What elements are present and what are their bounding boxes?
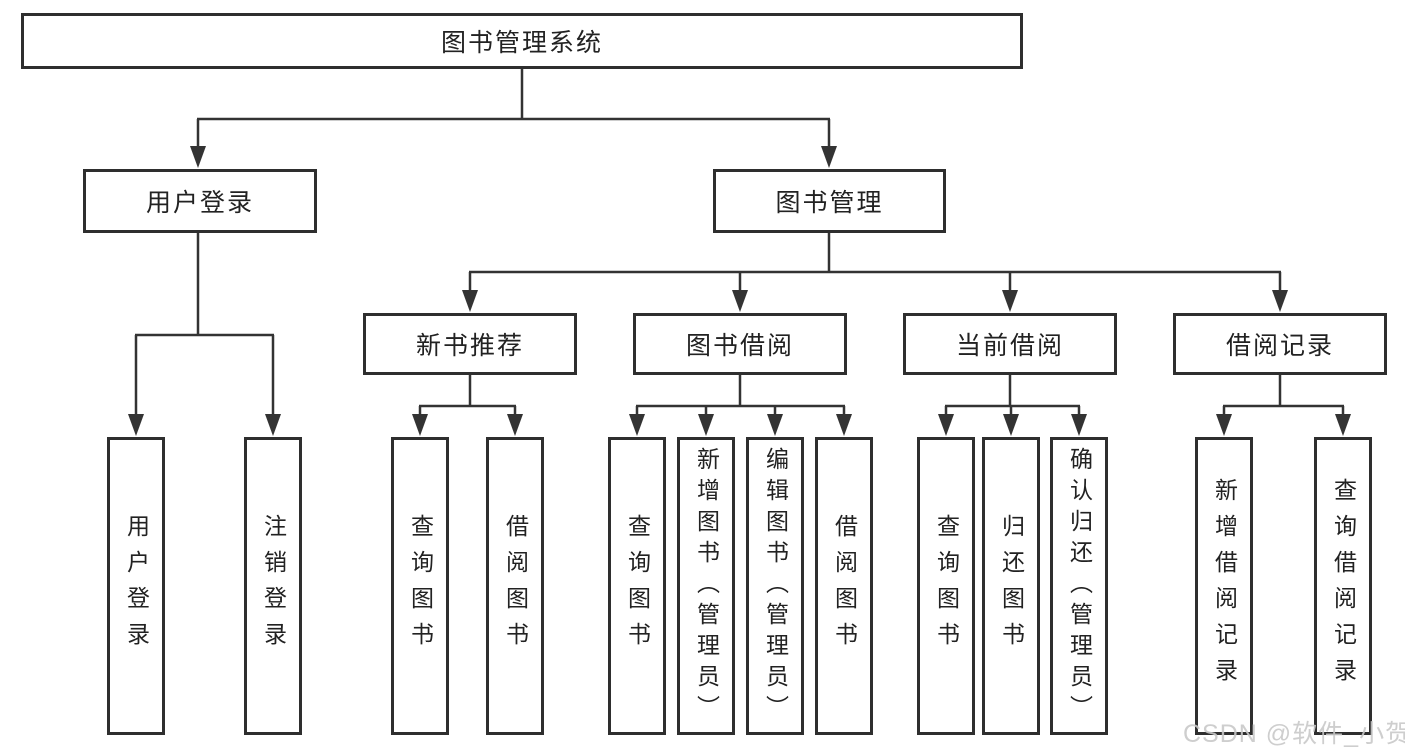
leaf-node-borrow-books: 借阅图书	[815, 437, 873, 735]
leaf-node-label: 借阅图书	[831, 514, 858, 658]
node-book-management: 图书管理	[713, 169, 946, 233]
leaf-node-label: 编辑图书（管理员）	[762, 446, 789, 726]
leaf-node-label: 用户登录	[123, 514, 150, 658]
leaf-node-label: 查询借阅记录	[1330, 478, 1357, 694]
leaf-node-query-books: 查询图书	[917, 437, 975, 735]
leaf-node-label: 查询图书	[933, 514, 960, 658]
node-label: 图书管理	[775, 189, 884, 217]
node-label: 图书借阅	[685, 332, 794, 360]
leaf-node-label: 新增图书（管理员）	[693, 446, 720, 726]
leaf-node-query-books: 查询图书	[608, 437, 666, 735]
node-label: 图书管理系统	[440, 29, 603, 57]
node-label: 借阅记录	[1225, 332, 1334, 360]
leaf-node-label: 确认归还（管理员）	[1066, 446, 1093, 726]
leaf-node-label: 查询图书	[407, 514, 434, 658]
leaf-node-return-books: 归还图书	[982, 437, 1040, 735]
node-new-book-recommendation: 新书推荐	[363, 313, 577, 375]
leaf-node-query-borrow-record: 查询借阅记录	[1314, 437, 1372, 735]
leaf-node-user-login: 用户登录	[107, 437, 165, 735]
node-current-borrowing: 当前借阅	[903, 313, 1117, 375]
leaf-node-label: 借阅图书	[502, 514, 529, 658]
leaf-node-edit-book-admin: 编辑图书（管理员）	[746, 437, 804, 735]
leaf-node-borrow-books: 借阅图书	[486, 437, 544, 735]
leaf-node-label: 新增借阅记录	[1211, 478, 1238, 694]
leaf-node-logout: 注销登录	[244, 437, 302, 735]
leaf-node-label: 查询图书	[624, 514, 651, 658]
node-borrowing-records: 借阅记录	[1173, 313, 1387, 375]
node-label: 用户登录	[145, 189, 254, 217]
node-label: 当前借阅	[955, 332, 1064, 360]
leaf-node-add-borrow-record: 新增借阅记录	[1195, 437, 1253, 735]
node-user-login: 用户登录	[83, 169, 317, 233]
leaf-node-label: 归还图书	[998, 514, 1025, 658]
leaf-node-label: 注销登录	[260, 514, 287, 658]
node-book-borrowing: 图书借阅	[633, 313, 847, 375]
node-label: 新书推荐	[415, 332, 524, 360]
node-library-management-system: 图书管理系统	[21, 13, 1023, 69]
leaf-node-add-book-admin: 新增图书（管理员）	[677, 437, 735, 735]
leaf-node-query-books: 查询图书	[391, 437, 449, 735]
leaf-node-confirm-return-admin: 确认归还（管理员）	[1050, 437, 1108, 735]
watermark: CSDN @软件_小贺同学	[1183, 720, 1405, 747]
